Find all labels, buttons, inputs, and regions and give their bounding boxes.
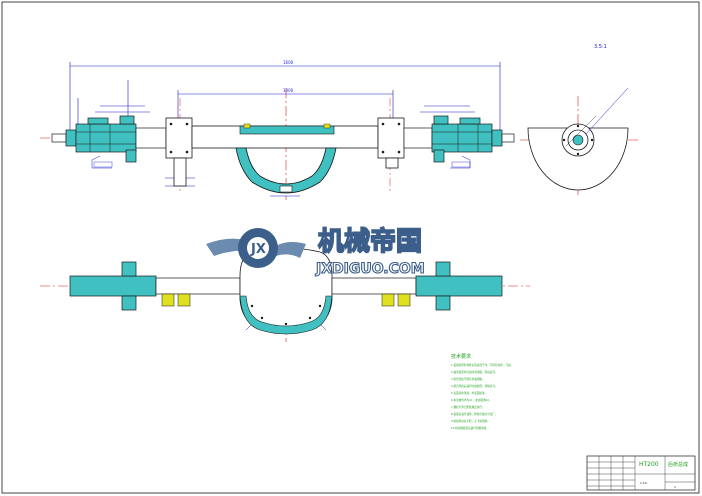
brand-watermark: JX 机械帝国 JXDIGUO.COM <box>206 225 425 278</box>
view-scale-note: 3.5:1 <box>594 44 607 50</box>
spring-seat-dimension: 1000 <box>283 88 294 93</box>
svg-text:JX: JX <box>250 242 266 257</box>
technical-requirements: 技术要求 1.装配前所有零件必须清洗干净，不得有毛刺、飞边。 2.轴承装配时应加注… <box>451 353 513 430</box>
axle-side-view: 3.5:1 <box>520 44 640 195</box>
tech-note-line: 5.表面涂防锈漆，外表面喷漆。 <box>451 391 487 395</box>
tech-note-line: 6.未注倒角均为C1，未注圆角R2。 <box>451 398 492 402</box>
overall-length-dimension: 1600 <box>283 60 294 65</box>
tech-note-line: 10.制动器装配后进行调整试验。 <box>451 426 489 430</box>
material-label: HT200 <box>639 461 659 468</box>
tech-notes-title: 技术要求 <box>451 353 471 360</box>
tech-note-line: 7.螺栓拧紧力矩按规定执行。 <box>451 405 485 409</box>
brand-name-chinese: 机械帝国 <box>318 226 422 257</box>
tech-note-line: 8.装配后进行试验，检验合格方可出厂。 <box>451 412 498 416</box>
tech-note-line: 9.轮毂转动应平稳，无卡滞现象。 <box>451 419 490 423</box>
sheet-label: 1 <box>674 485 676 489</box>
brand-name-domain: JXDIGUO.COM <box>315 261 425 277</box>
title-block: HT200 后桥总成 1:10 1 <box>586 455 696 491</box>
tech-note-line: 4.桥壳焊接后进行时效处理，消除应力。 <box>451 384 498 388</box>
tech-note-line: 2.轴承装配时应加注润滑脂，转动灵活。 <box>451 370 498 374</box>
scale-label: 1:10 <box>640 481 647 485</box>
tech-note-line: 3.各密封处不得有渗漏现象。 <box>451 377 485 381</box>
tech-note-line: 1.装配前所有零件必须清洗干净，不得有毛刺、飞边。 <box>451 363 513 367</box>
part-name-label: 后桥总成 <box>668 461 688 468</box>
axle-plan-view <box>40 247 530 342</box>
axle-front-view: 1600 1000 <box>40 60 515 200</box>
